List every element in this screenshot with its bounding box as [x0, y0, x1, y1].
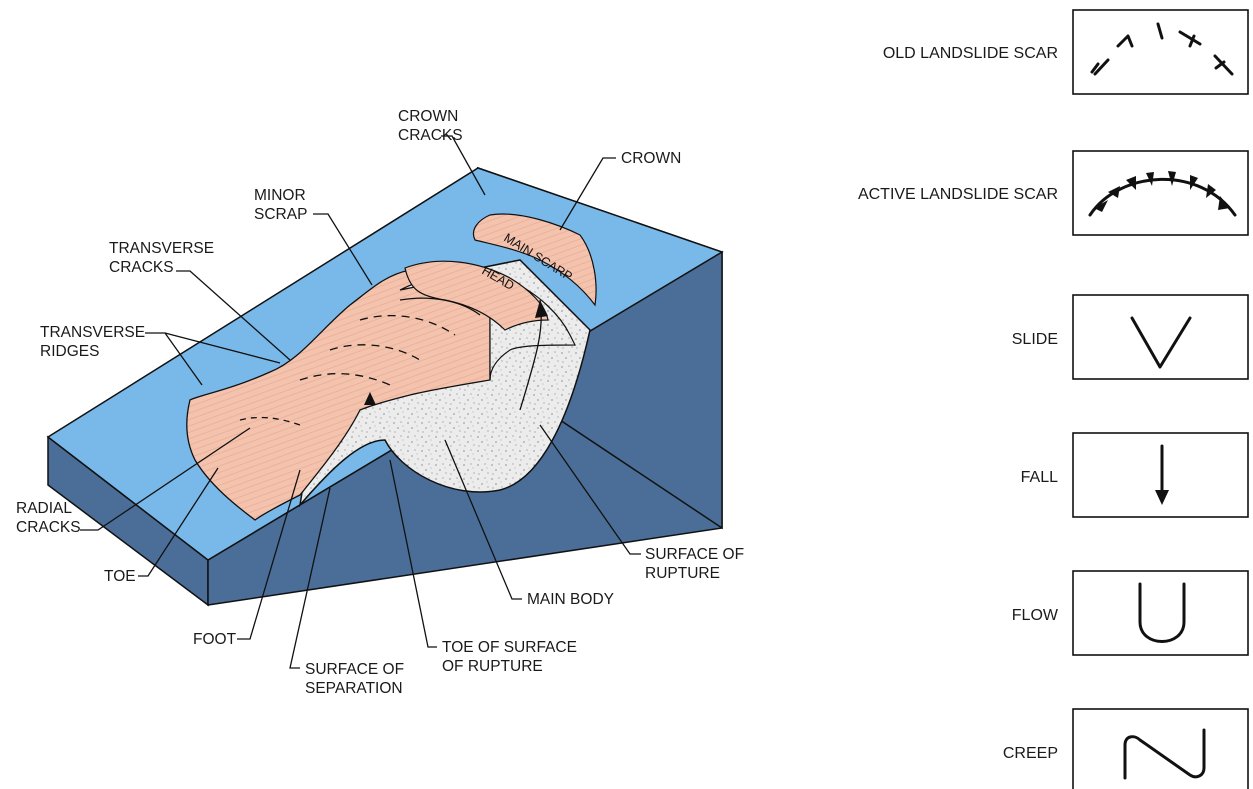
legend-item-old-landslide-scar: OLD LANDSLIDE SCAR	[883, 10, 1248, 94]
legend-label: CREEP	[1003, 745, 1058, 762]
radial-cracks-label: RADIAL CRACKS	[16, 500, 81, 536]
legend-label: FALL	[1021, 469, 1058, 486]
toe-of-surface-of-rupture-label: TOE OF SURFACE OF RUPTURE	[442, 639, 581, 675]
toe-label: TOE	[104, 568, 136, 585]
legend-item-flow: FLOW	[1012, 571, 1248, 655]
legend-label: FLOW	[1012, 607, 1059, 624]
surface-of-separation-label: SURFACE OF SEPARATION	[305, 661, 408, 697]
legend-item-creep: CREEP	[1003, 709, 1248, 789]
crown-label: CROWN	[621, 150, 681, 167]
transverse-ridges-label: TRANSVERSE RIDGES	[40, 324, 149, 360]
legend-item-fall: FALL	[1021, 433, 1248, 517]
legend: OLD LANDSLIDE SCAR ACTIVE LANDSLIDE SCAR	[858, 10, 1248, 789]
minor-scrap-label: MINOR SCRAP	[254, 187, 310, 223]
foot-label: FOOT	[193, 631, 237, 648]
legend-label: OLD LANDSLIDE SCAR	[883, 45, 1058, 62]
surface-of-rupture-label: SURFACE OF RUPTURE	[645, 546, 748, 582]
legend-item-slide: SLIDE	[1012, 295, 1248, 379]
legend-item-active-landslide-scar: ACTIVE LANDSLIDE SCAR	[858, 151, 1248, 235]
legend-label: ACTIVE LANDSLIDE SCAR	[858, 186, 1058, 203]
main-body-label: MAIN BODY	[527, 591, 614, 608]
transverse-cracks-label: TRANSVERSE CRACKS	[109, 240, 218, 276]
legend-label: SLIDE	[1012, 331, 1058, 348]
